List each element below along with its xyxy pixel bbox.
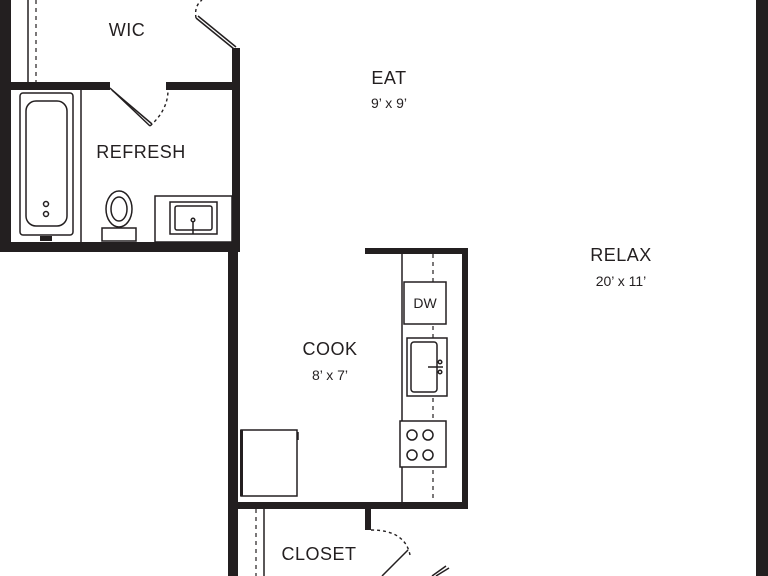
room-cook-dims: 8’ x 7’	[312, 367, 348, 383]
wall-bath-top-right	[166, 82, 238, 90]
wall-right	[756, 0, 768, 576]
bathroom-vanity	[154, 195, 233, 243]
room-eat-dims: 9’ x 9’	[371, 95, 407, 111]
room-relax-dims: 20’ x 11’	[596, 273, 647, 289]
room-refresh-name: REFRESH	[96, 142, 186, 162]
room-wic-name: WIC	[109, 20, 146, 40]
wall-bath-right	[232, 48, 240, 250]
room-closet-name: CLOSET	[281, 544, 356, 564]
bathtub	[19, 92, 74, 241]
wall-bath-bottom	[0, 242, 240, 252]
dishwasher-label: DW	[413, 295, 437, 311]
wall-counter-top	[365, 248, 468, 254]
wall-cook-bottom	[236, 502, 468, 509]
shelving	[27, 0, 265, 576]
stove	[399, 420, 447, 468]
room-eat-name: EAT	[371, 68, 406, 88]
doors	[109, 0, 450, 576]
wall-counter-right	[462, 248, 468, 508]
wall-bath-top-left	[0, 82, 110, 90]
kitchen-sink	[406, 337, 448, 397]
room-relax-name: RELAX	[590, 245, 652, 265]
wall-left-top	[0, 0, 11, 250]
room-cook-name: COOK	[302, 339, 357, 359]
toilet	[101, 190, 137, 242]
refrigerator	[240, 429, 299, 497]
wall-closet-stub	[365, 506, 371, 530]
wall-cook-left	[228, 250, 238, 576]
dishwasher: DW	[403, 281, 447, 325]
